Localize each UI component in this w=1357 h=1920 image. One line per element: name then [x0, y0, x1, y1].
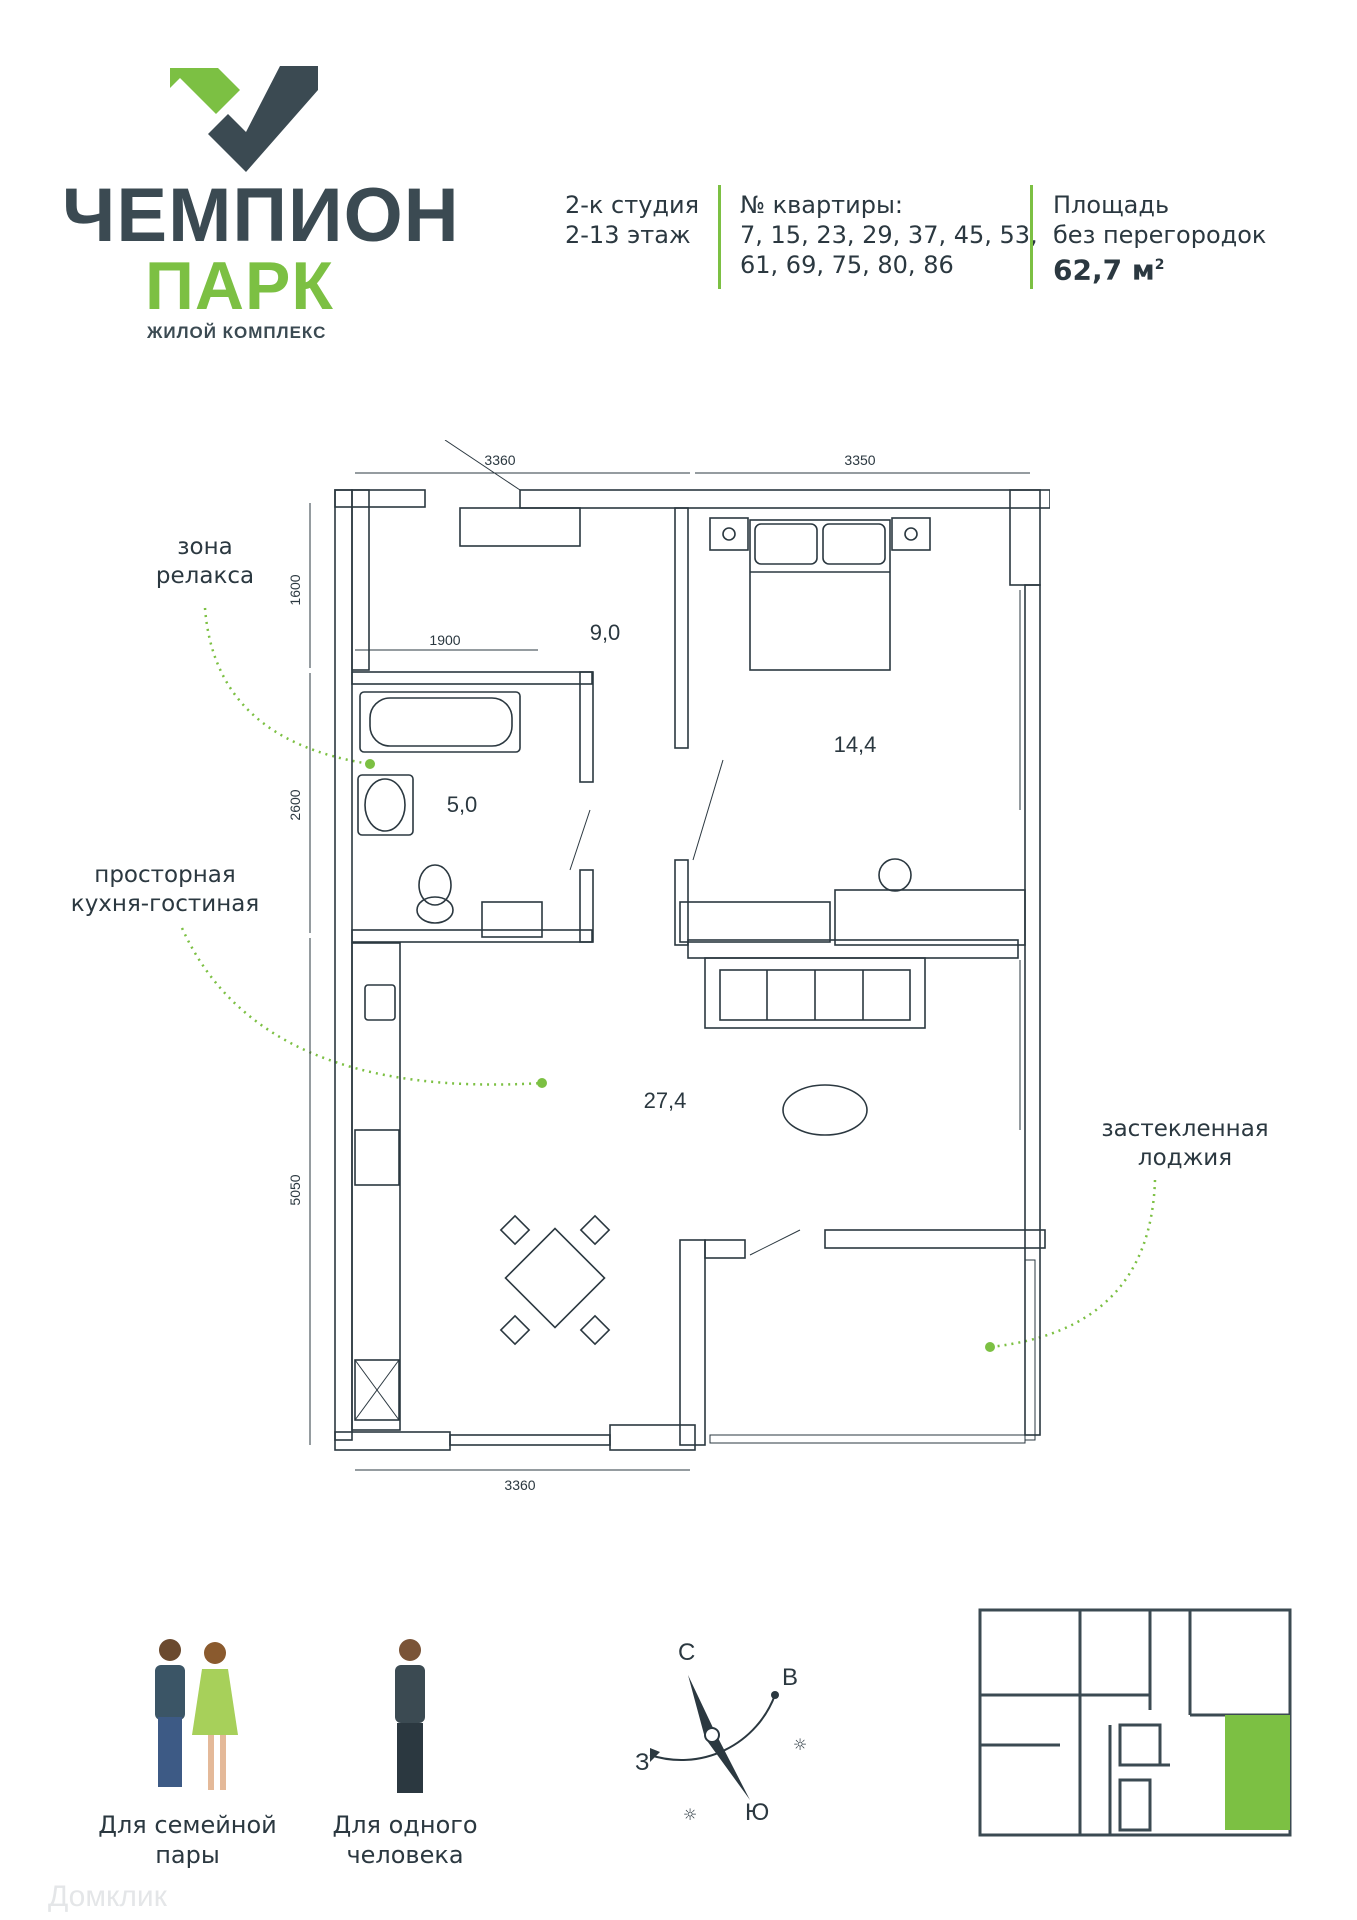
dim-left-bottom: 5050 — [287, 1174, 303, 1205]
watermark-text: Домклик — [48, 1880, 167, 1913]
svg-text:☼: ☼ — [683, 1805, 697, 1824]
callout-relax-line2: релакса — [155, 563, 255, 589]
apartment-numbers-block: № квартиры: 7, 15, 23, 29, 37, 45, 53, 6… — [740, 190, 1038, 280]
callout-relax: зона релакса — [130, 533, 280, 591]
divider-2 — [1030, 185, 1033, 289]
floor-key-plan — [978, 1608, 1292, 1837]
logo-mark-icon — [170, 66, 318, 172]
dim-left-mid: 2600 — [287, 789, 303, 820]
apartment-type-block: 2-к студия 2-13 этаж — [565, 190, 699, 250]
svg-text:☼: ☼ — [793, 1735, 807, 1754]
dim-top-left: 3360 — [484, 452, 515, 468]
callout-relax-line1: зона — [177, 534, 233, 560]
room-area-bedroom: 14,4 — [834, 732, 877, 757]
compass-icon: ☼ ☼ С В Ю З — [635, 1640, 807, 1826]
room-area-bathroom: 5,0 — [447, 792, 478, 817]
compass-east: В — [782, 1664, 798, 1691]
dim-right-top: 4300 — [1049, 709, 1050, 740]
compass-north: С — [678, 1640, 695, 1666]
area-label-1: Площадь — [1053, 191, 1170, 219]
label-single: Для одного человека — [305, 1810, 505, 1870]
label-family-line1: Для семейной — [98, 1811, 277, 1839]
callout-loggia-line1: застекленная — [1101, 1116, 1269, 1142]
callout-kitchen-line2: кухня-гостиная — [70, 891, 260, 917]
label-family: Для семейной пары — [85, 1810, 290, 1870]
highlighted-apartment — [1225, 1715, 1290, 1830]
single-person-icon — [395, 1639, 425, 1793]
callout-kitchen: просторная кухня-гостиная — [50, 861, 280, 919]
apartment-type: 2-к студия — [565, 191, 700, 219]
brand-subtitle: ЖИЛОЙ КОМПЛЕКС — [147, 323, 327, 342]
area-value: 62,7 м2 — [1053, 253, 1165, 287]
family-couple-icon — [155, 1639, 238, 1790]
apartment-numbers-line2: 61, 69, 75, 80, 86 — [740, 251, 954, 279]
compass-west: З — [635, 1749, 650, 1776]
callout-loggia-line2: лоджия — [1137, 1145, 1233, 1171]
callout-kitchen-line1: просторная — [94, 862, 236, 888]
room-area-living: 27,4 — [644, 1088, 687, 1113]
floor-plan: 3360 3350 1900 3360 1600 2600 5050 4300 … — [287, 440, 1050, 1493]
label-single-line2: человека — [346, 1841, 464, 1869]
dim-bath-width: 1900 — [429, 632, 460, 648]
apartment-floors: 2-13 этаж — [565, 221, 691, 249]
callout-loggia: застекленная лоджия — [1090, 1115, 1280, 1173]
brand-name-line2: ПАРК — [145, 248, 334, 324]
area-block: Площадь без перегородок 62,7 м2 — [1053, 190, 1266, 285]
dim-top-right: 3350 — [844, 452, 875, 468]
brand-name-line1: ЧЕМПИОН — [62, 173, 460, 258]
room-area-hall: 9,0 — [590, 620, 621, 645]
apartment-numbers-line1: 7, 15, 23, 29, 37, 45, 53, — [740, 221, 1038, 249]
area-label-2: без перегородок — [1053, 221, 1267, 249]
compass-south: Ю — [745, 1799, 769, 1826]
label-family-line2: пары — [155, 1841, 220, 1869]
divider-1 — [718, 185, 721, 289]
dim-left-top: 1600 — [287, 574, 303, 605]
dim-bottom: 3360 — [504, 1477, 535, 1493]
dim-right-mid: 3150 — [1049, 1069, 1050, 1100]
label-single-line1: Для одного — [332, 1811, 478, 1839]
apartment-numbers-label: № квартиры: — [740, 191, 904, 219]
